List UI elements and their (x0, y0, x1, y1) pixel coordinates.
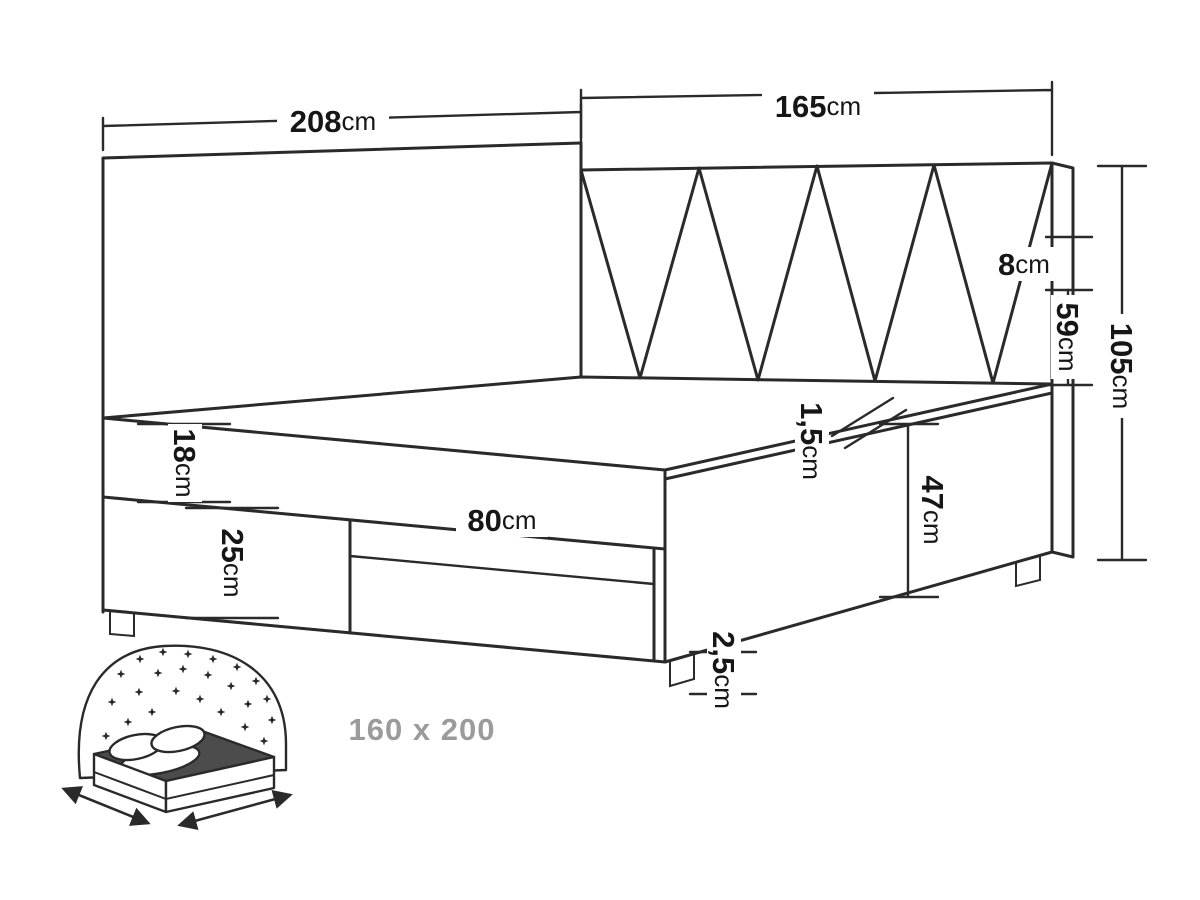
bed-foot-front-right (669, 652, 695, 688)
dim-line-drawer-width (348, 554, 656, 586)
headboard-width-text: 165cm (775, 89, 861, 124)
base-height-text: 47cm (916, 475, 951, 544)
headboard-zigzag-pattern (579, 161, 1054, 385)
bed-drawing (101, 141, 1075, 688)
drawer-front-height-text: 25cm (216, 528, 251, 597)
dim-label-panel-width: 208cm (277, 104, 389, 139)
headboard-height-text: 59cm (1051, 302, 1086, 371)
dim-label-headboard-height: 59cm (1051, 295, 1086, 379)
dim-label-base-height: 47cm (916, 471, 951, 549)
icon-base-seam (93, 771, 275, 801)
dim-line-mattress-lip (830, 396, 908, 450)
bed-foot-back-right (1015, 554, 1041, 588)
drawer-edges (348, 519, 656, 663)
bed-front-face (101, 495, 667, 664)
dimension-labels: 208cm 165cm 8cm 59cm 105cm 18cm 25cm (168, 89, 1140, 715)
leg-height-text: 2,5cm (707, 631, 742, 709)
dim-label-total-height: 105cm (1105, 314, 1140, 418)
dim-label-mattress-thickness: 18cm (168, 424, 203, 502)
bed-right-face (663, 391, 1054, 664)
dim-label-mattress-lip: 1,5cm (795, 399, 830, 483)
dimension-lines (101, 80, 1148, 696)
length-arrow-icon (61, 786, 151, 826)
right-wall-panel (1050, 161, 1075, 559)
icon-pillow (150, 724, 206, 754)
headboard-top-rail-text: 8cm (998, 247, 1050, 282)
mattress-thickness-text: 18cm (168, 428, 203, 497)
dim-label-headboard-width: 165cm (762, 89, 874, 124)
size-label: 160 x 200 (349, 712, 496, 747)
dim-line-base-height (878, 422, 940, 599)
bed-foot-left (109, 609, 135, 638)
drawer-width-text: 80cm (467, 503, 536, 538)
dim-label-drawer-width: 80cm (456, 503, 548, 538)
mattress-lip-text: 1,5cm (795, 402, 830, 480)
dim-label-drawer-front-height: 25cm (216, 524, 251, 602)
panel-width-text: 208cm (290, 104, 376, 139)
back-panel-outline (101, 141, 583, 614)
bed-icon (61, 644, 293, 831)
dim-label-leg-height: 2,5cm (707, 625, 742, 715)
headboard-frame (579, 161, 1054, 554)
dim-label-headboard-top-rail: 8cm (991, 247, 1057, 282)
dim-line-drawer-front-height (184, 506, 280, 620)
total-height-text: 105cm (1105, 323, 1140, 409)
width-arrow-icon (177, 789, 293, 831)
